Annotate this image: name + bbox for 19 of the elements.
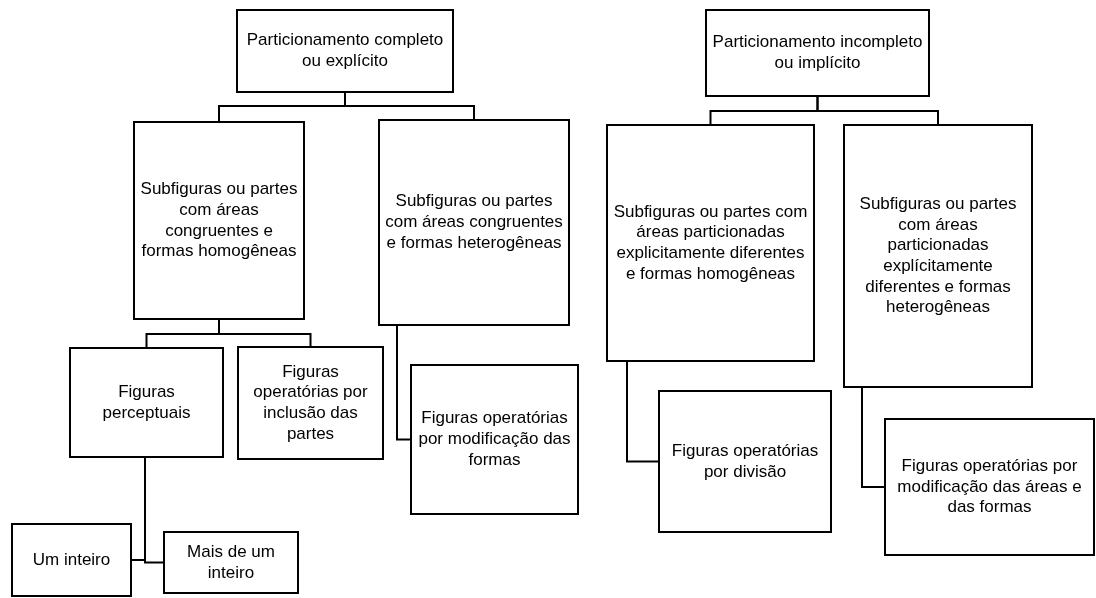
text-box: Figuras operatórias por divisão: [658, 390, 832, 533]
text-box: Figuras operatórias por modificação das formas: [410, 364, 579, 515]
connector-line: [626, 361, 659, 463]
text-box: Mais de um inteiro: [163, 531, 299, 594]
text-box: Subfiguras ou partes com áreas particionadas explícitamente diferentes e formas heterogêneas: [843, 124, 1033, 388]
text-box: Subfiguras ou partes com áreas congruentes e formas heterogêneas: [378, 119, 570, 326]
text-box: Figuras operatórias por modificação das áreas e das formas: [884, 418, 1095, 556]
connector-line: [344, 92, 475, 120]
text-box: Subfiguras ou partes com áreas particionadas explicitamente diferentes e formas homogêneas: [606, 124, 815, 362]
connector-line: [816, 96, 939, 125]
connector-line: [861, 387, 885, 488]
text-box: Particionamento completo ou explícito: [236, 9, 454, 93]
text-box: Subfiguras ou partes com áreas congruentes e formas homogêneas: [133, 121, 305, 320]
connector-line: [218, 319, 312, 347]
connector-line: [396, 325, 411, 441]
text-box: Particionamento incompleto ou implícito: [705, 9, 930, 97]
text-box: Figuras perceptuais: [69, 347, 224, 458]
text-box: Figuras operatórias por inclusão das partes: [237, 346, 384, 460]
text-box: Um inteiro: [11, 523, 132, 597]
